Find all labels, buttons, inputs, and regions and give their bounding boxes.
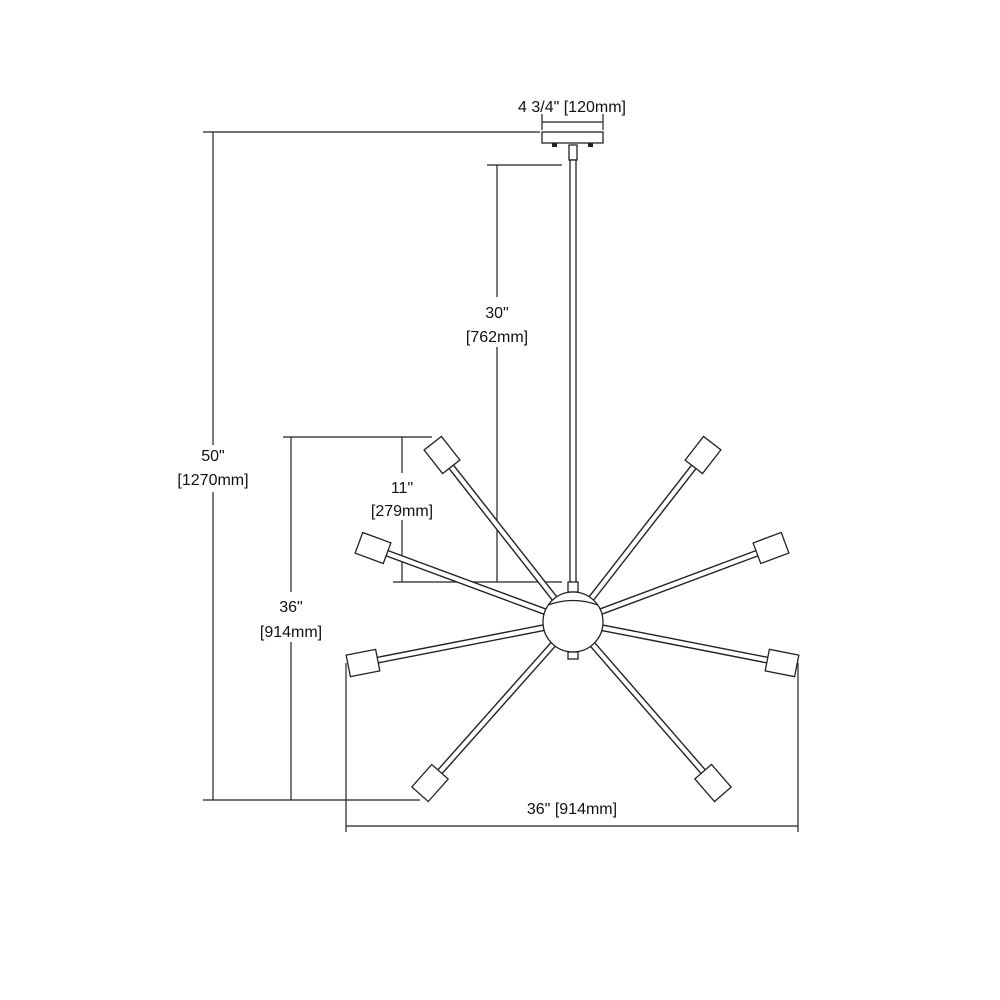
arm-rise-mm-label: [279mm] [371,503,433,520]
overall-height-in-label: 50" [201,448,224,465]
fixture-width-dimension: 36" [914mm] [345,663,799,832]
socket-icon [684,435,722,475]
socket-icon [752,531,790,565]
socket-icon [354,531,392,565]
fixture-height-mm-label: [914mm] [260,624,322,641]
overall-height-mm-label: [1270mm] [177,472,248,489]
socket-icon [345,648,381,678]
fixture-height-dimension: 36" [914mm] [260,437,322,800]
fixture-height-in-label: 36" [279,599,302,616]
stem-length-mm-label: [762mm] [466,329,528,346]
canopy [541,131,604,161]
canopy-width-dimension: 4 3/4" [120mm] [518,99,626,130]
arm [598,531,790,616]
arm [345,623,547,678]
center-sphere [542,591,604,660]
arm [423,435,559,603]
arms [345,435,800,803]
arm-rise-dimension: 11" [279mm] [283,436,433,582]
overall-height-dimension: 50" [1270mm] [177,131,540,801]
socket-icon [423,435,461,475]
stem [567,159,579,593]
arm [599,623,800,678]
arm [587,435,722,603]
socket-icon [410,763,450,803]
stem-length-in-label: 30" [485,305,508,322]
socket-icon [764,648,800,678]
arm [354,531,548,616]
canopy-width-label: 4 3/4" [120mm] [518,99,626,116]
stem-length-dimension: 30" [762mm] [393,164,562,583]
fixture-width-label: 36" [914mm] [527,801,617,818]
socket-icon [693,763,733,803]
arm [410,640,558,803]
arm-rise-in-label: 11" [391,480,413,497]
arm [588,640,733,803]
